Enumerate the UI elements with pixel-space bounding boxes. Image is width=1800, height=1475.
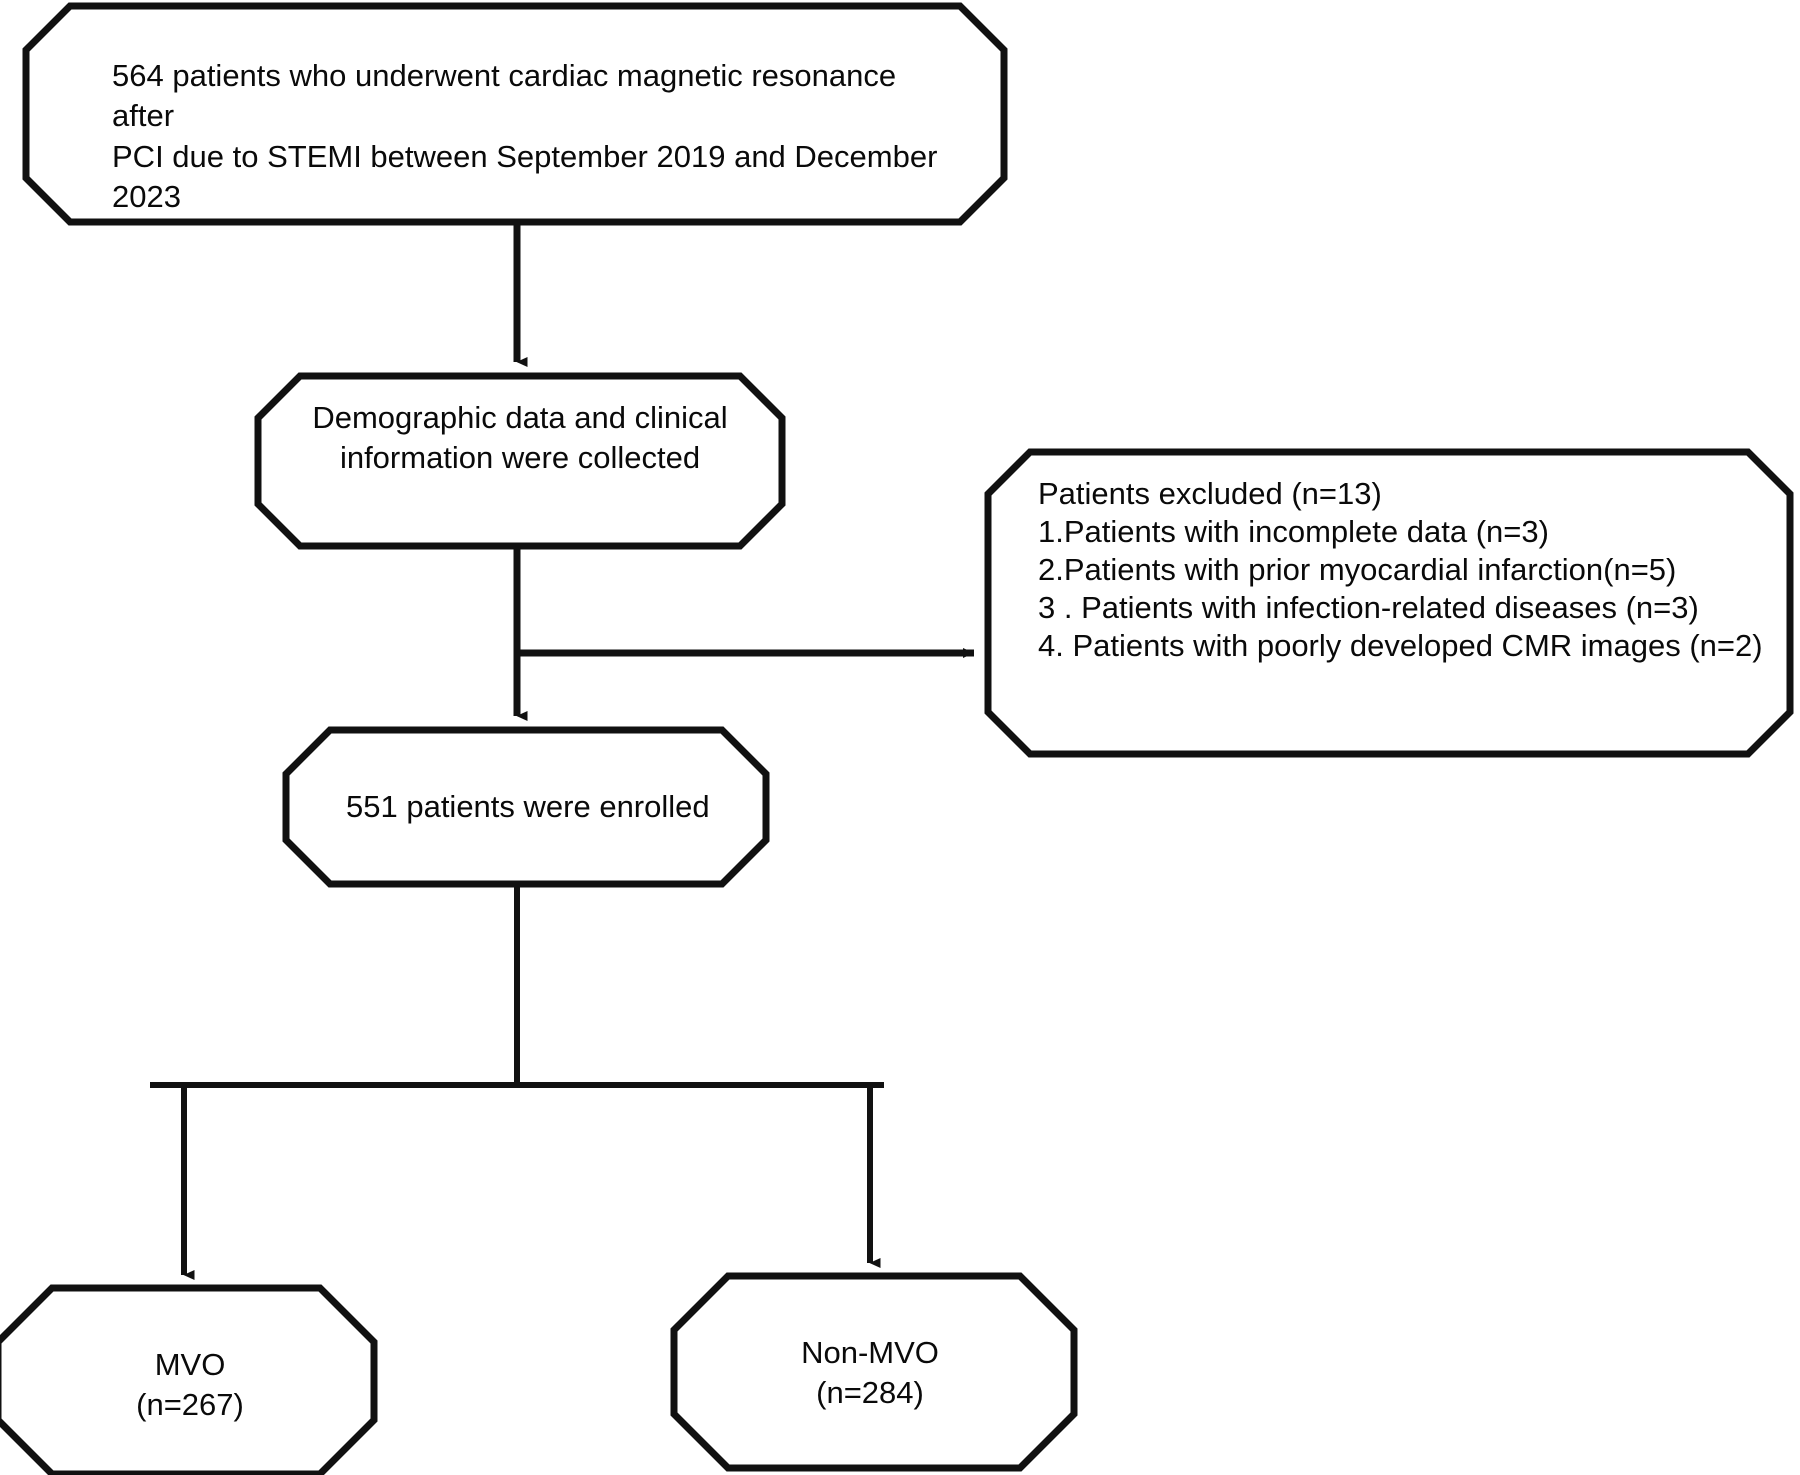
node-non-mvo-shape: [670, 1272, 1078, 1472]
node-data-collection-shape: [254, 372, 786, 550]
node-excluded-shape: [984, 448, 1794, 758]
node-source-cohort-shape: [22, 2, 1008, 226]
node-mvo-shape: [0, 1284, 378, 1475]
node-enrolled-shape: [282, 726, 770, 888]
